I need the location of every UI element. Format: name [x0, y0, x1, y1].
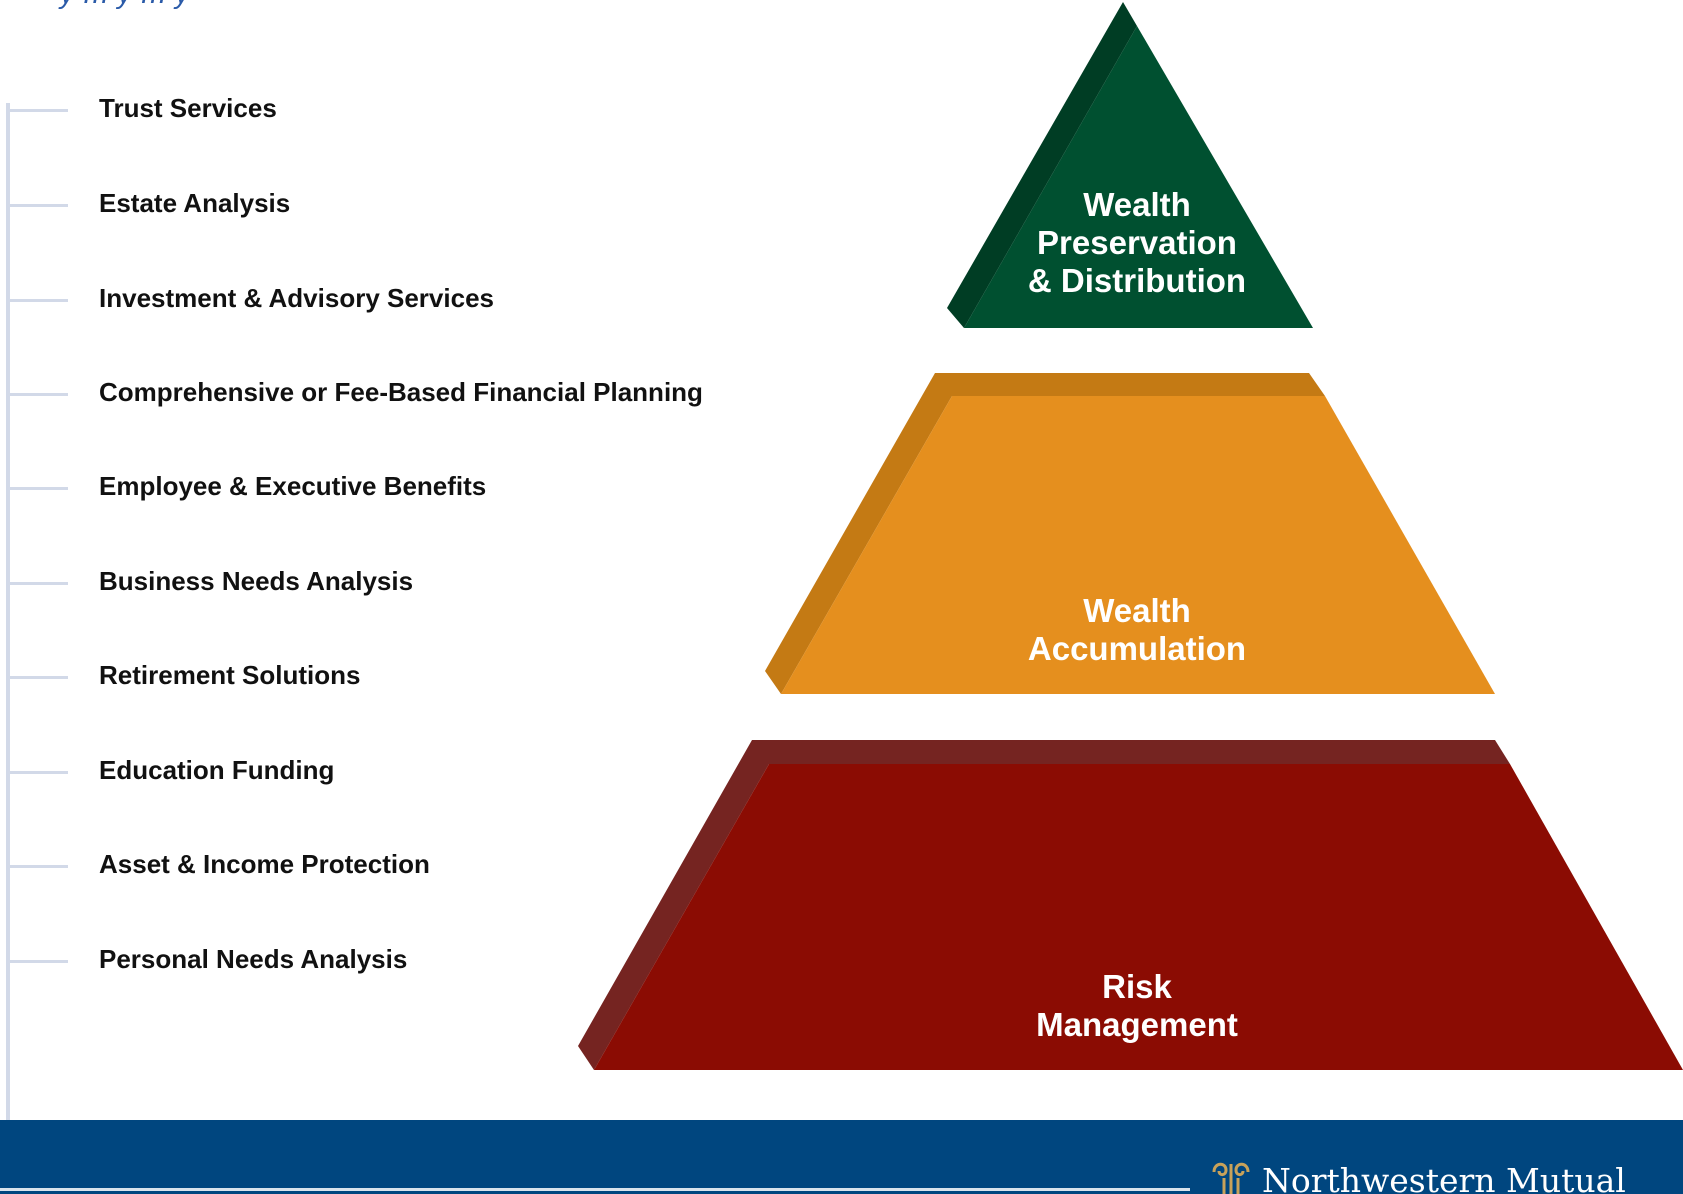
tier-preservation-face [964, 26, 1313, 328]
logo-text: Northwestern Mutual [1262, 1160, 1626, 1194]
footer-band [0, 1120, 1683, 1194]
tier-preservation-bevel [947, 2, 1137, 328]
bracket-tick [6, 393, 68, 396]
tier-preservation [947, 2, 1313, 328]
service-label: Investment & Advisory Services [99, 283, 494, 313]
bracket-tick [6, 109, 68, 112]
service-item-retirement: Retirement Solutions [6, 657, 806, 697]
tier-label-line: Accumulation [1027, 630, 1247, 667]
service-item-estate: Estate Analysis [6, 185, 806, 225]
service-item-financial-planning: Comprehensive or Fee-Based Financial Pla… [6, 374, 806, 414]
tier-risk-face [594, 764, 1683, 1070]
tier-label-line: Risk [1102, 968, 1172, 1005]
bracket-tick [6, 487, 68, 490]
tier-accumulation [765, 373, 1495, 694]
tier-accumulation-label: Wealth Accumulation [1028, 592, 1246, 668]
service-label: Asset & Income Protection [99, 849, 430, 879]
northwestern-mutual-logo: Northwestern Mutual [1210, 1150, 1626, 1194]
service-label: Trust Services [99, 93, 277, 123]
tier-label-line: Management [1036, 1006, 1238, 1043]
service-label: Estate Analysis [99, 188, 291, 218]
tier-label-line: & Distribution [1027, 262, 1247, 299]
bracket-tick [6, 771, 68, 774]
footer-divider [0, 1188, 1190, 1191]
service-label: Personal Needs Analysis [99, 944, 408, 974]
service-label: Business Needs Analysis [99, 566, 414, 596]
service-item-trust: Trust Services [6, 90, 806, 130]
tier-risk [578, 740, 1683, 1070]
bracket-tick [6, 204, 68, 207]
tier-accumulation-face [781, 396, 1495, 694]
service-item-benefits: Employee & Executive Benefits [6, 468, 806, 508]
service-item-investment: Investment & Advisory Services [6, 280, 806, 320]
tier-label-line: Preservation [1037, 224, 1237, 261]
heading-fragment: y … y … y [60, 0, 189, 10]
service-label: Employee & Executive Benefits [99, 471, 487, 501]
tier-label-line: Wealth [1083, 186, 1191, 223]
service-item-personal-needs: Personal Needs Analysis [6, 941, 806, 981]
tier-preservation-label: Wealth Preservation & Distribution [1028, 186, 1246, 300]
tier-accumulation-bevel [765, 373, 1325, 694]
service-label: Education Funding [99, 755, 335, 785]
tier-risk-label: Risk Management [1036, 968, 1238, 1044]
bracket-tick [6, 299, 68, 302]
service-item-business-needs: Business Needs Analysis [6, 563, 806, 603]
bracket-tick [6, 960, 68, 963]
service-item-education: Education Funding [6, 752, 806, 792]
bracket-tick [6, 865, 68, 868]
tier-label-line: Wealth [1083, 592, 1191, 629]
bracket-rail [6, 103, 10, 1194]
column-capital-icon [1212, 1162, 1250, 1194]
service-item-protection: Asset & Income Protection [6, 846, 806, 886]
bracket-tick [6, 676, 68, 679]
service-label: Retirement Solutions [99, 660, 361, 690]
service-label: Comprehensive or Fee-Based Financial Pla… [99, 377, 703, 407]
bracket-tick [6, 582, 68, 585]
